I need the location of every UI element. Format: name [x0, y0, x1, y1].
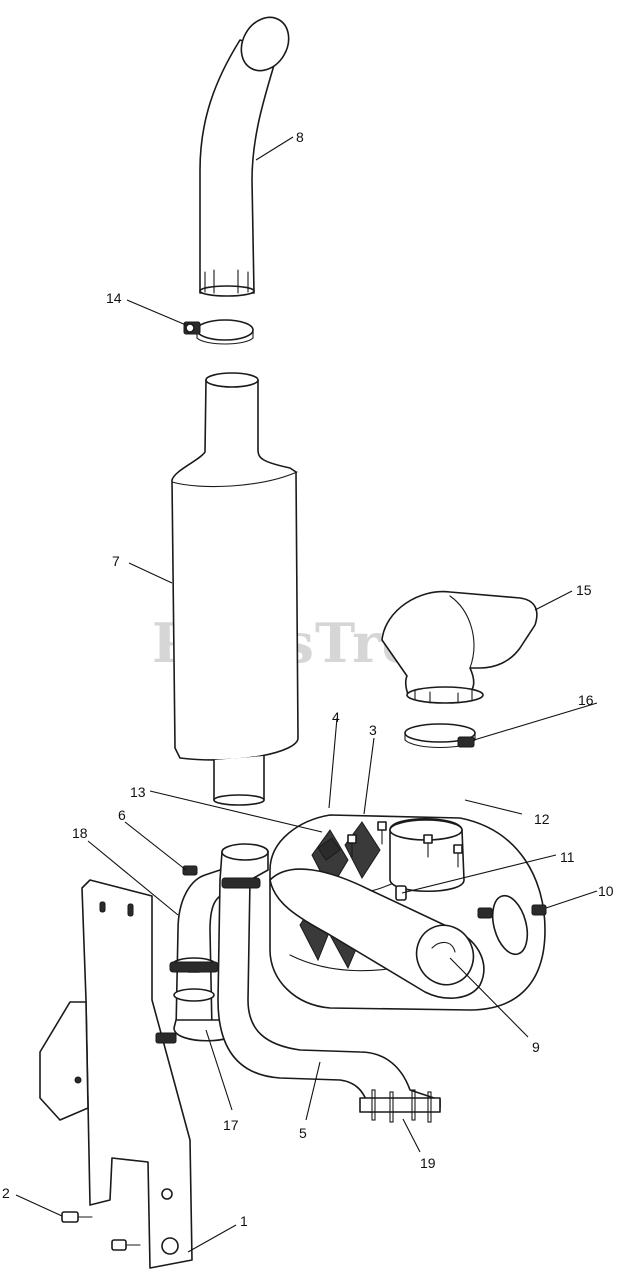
part-8-tailpipe[interactable] [199, 9, 298, 297]
callout-11: 11 [560, 849, 575, 865]
callout-13: 13 [130, 784, 146, 800]
callout-6: 6 [118, 807, 126, 823]
part-18-bracket[interactable] [39, 879, 193, 1269]
callout-5: 5 [299, 1125, 307, 1141]
callout-19: 19 [420, 1155, 436, 1171]
callout-16: 16 [578, 692, 594, 708]
callout-10: 10 [598, 883, 614, 899]
part-10-hose-clamp[interactable] [477, 892, 547, 958]
part-2-bolt[interactable] [61, 1211, 93, 1223]
part-11-fitting[interactable] [395, 885, 407, 901]
callout-14: 14 [106, 290, 122, 306]
callout-2: 2 [2, 1185, 10, 1201]
callout-3: 3 [369, 722, 377, 738]
callout-18: 18 [72, 825, 88, 841]
callout-17: 17 [223, 1117, 239, 1133]
callout-12: 12 [534, 811, 550, 827]
part-12-bolts[interactable] [347, 821, 463, 868]
part-5-exhaust-pipe[interactable] [217, 843, 441, 1113]
callout-9: 9 [532, 1039, 540, 1055]
part-19-flange-studs[interactable] [359, 1089, 441, 1123]
part-15-deflector[interactable] [381, 590, 538, 704]
callout-4: 4 [332, 709, 340, 725]
part-14-clamp[interactable] [183, 319, 254, 345]
part-6-screw[interactable] [182, 865, 198, 876]
callout-1: 1 [240, 1213, 248, 1229]
leader-lines [15, 136, 598, 1253]
part-7-muffler[interactable] [171, 372, 299, 806]
part-9-intake-hose[interactable] [269, 868, 485, 999]
callout-8: 8 [296, 129, 304, 145]
part-13-gasket[interactable] [317, 837, 341, 861]
callout-15: 15 [576, 582, 592, 598]
part-1-bolt[interactable] [111, 1239, 141, 1251]
callout-7: 7 [112, 553, 120, 569]
part-16-clamp[interactable] [404, 723, 476, 748]
part-3-cover[interactable] [389, 818, 465, 892]
